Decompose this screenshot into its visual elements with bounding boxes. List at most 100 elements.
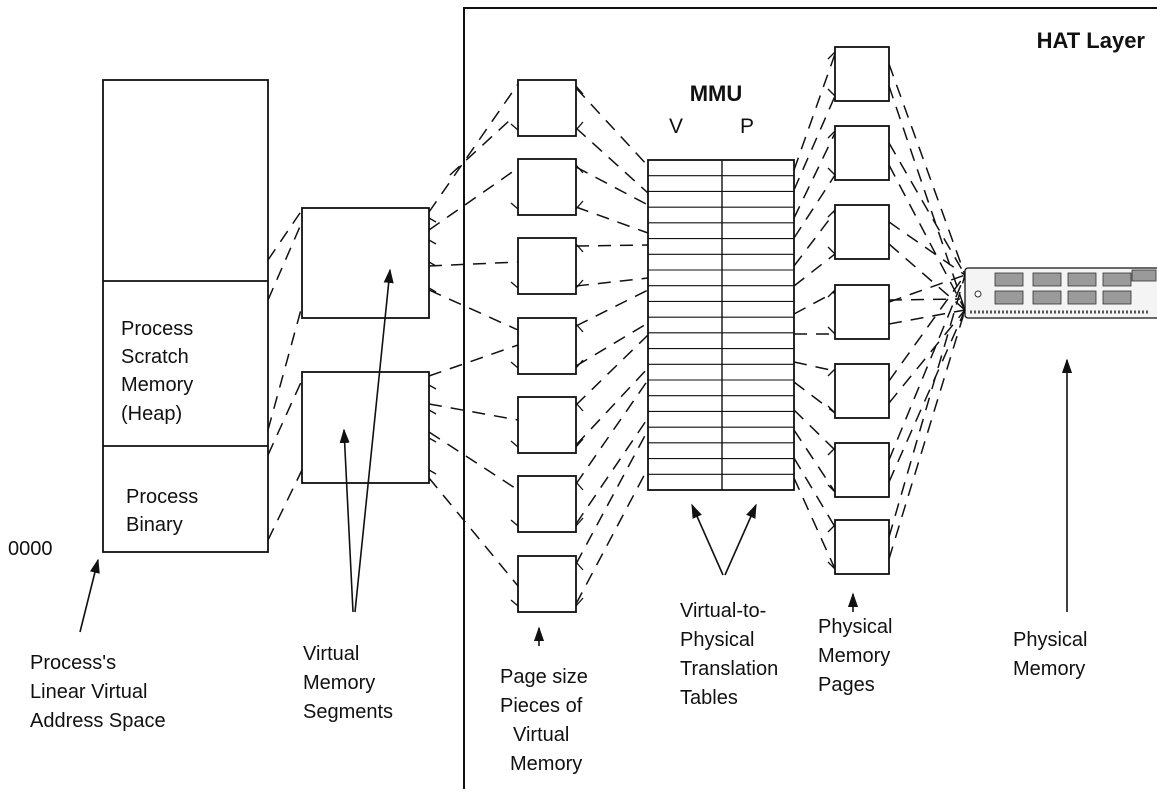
mmu-title: MMU bbox=[690, 81, 743, 106]
mapping-line bbox=[428, 289, 519, 331]
segment-tick bbox=[428, 287, 437, 293]
arrow-to-mmu-p bbox=[724, 503, 757, 576]
segment-box bbox=[301, 371, 430, 484]
mapping-line bbox=[575, 289, 649, 327]
mapping-lines bbox=[267, 53, 966, 605]
mapping-line bbox=[575, 322, 649, 367]
segment-box bbox=[301, 207, 430, 319]
arrow-to-address-space bbox=[79, 558, 100, 633]
mapping-line bbox=[267, 469, 303, 541]
mapping-line bbox=[575, 244, 649, 247]
mapping-line bbox=[267, 209, 303, 261]
virtual-page-box bbox=[517, 237, 577, 295]
ram-chip bbox=[1032, 272, 1062, 287]
virtual-page-box bbox=[517, 396, 577, 454]
mapping-line bbox=[575, 334, 649, 406]
page-tick bbox=[510, 281, 519, 289]
ram-chip bbox=[1131, 269, 1157, 282]
page-tick bbox=[575, 438, 584, 448]
segment-tick bbox=[428, 469, 437, 475]
mapping-line bbox=[428, 403, 519, 421]
page-tick bbox=[827, 51, 836, 60]
ram-chip bbox=[1067, 272, 1097, 287]
mapping-line bbox=[793, 174, 836, 239]
annotation-arrows bbox=[79, 268, 1073, 646]
mapping-line bbox=[575, 277, 649, 287]
page-tick bbox=[510, 519, 519, 527]
mapping-line bbox=[888, 309, 966, 483]
physical-memory-module bbox=[964, 267, 1157, 319]
page-tick bbox=[575, 279, 584, 289]
mapping-line bbox=[793, 457, 836, 528]
physical-page-box bbox=[834, 442, 890, 498]
page-tick bbox=[827, 167, 836, 176]
page-tick bbox=[510, 599, 519, 607]
mapping-line bbox=[267, 305, 303, 431]
page-tick bbox=[827, 246, 836, 255]
page-tick bbox=[510, 361, 519, 369]
mapping-line bbox=[888, 274, 966, 461]
caption-physical-memory: Physical Memory bbox=[1013, 629, 1093, 680]
hat-layer-frame bbox=[463, 7, 1157, 789]
mapping-line bbox=[888, 63, 966, 276]
page-tick bbox=[575, 85, 584, 95]
mapping-line bbox=[793, 361, 836, 372]
mapping-line bbox=[793, 95, 836, 191]
virtual-page-box bbox=[517, 158, 577, 216]
mapping-line bbox=[888, 309, 966, 325]
segment-tick bbox=[428, 384, 437, 390]
segment-tick bbox=[428, 217, 437, 223]
mmu-table-frame bbox=[647, 159, 795, 491]
hat-layer-title: HAT Layer bbox=[1037, 28, 1146, 53]
mmu-p-label: P bbox=[740, 115, 754, 138]
ram-chip bbox=[1102, 272, 1132, 287]
mapping-line bbox=[428, 83, 519, 213]
ram-notch bbox=[974, 290, 982, 298]
page-tick bbox=[510, 440, 519, 448]
mapping-line bbox=[793, 253, 836, 287]
physical-page-box bbox=[834, 204, 890, 260]
mapping-line bbox=[267, 379, 303, 456]
address-space-column: Process Scratch Memory (Heap) Process Bi… bbox=[8, 79, 269, 560]
caption-physical-pages: Physical Memory Pages bbox=[818, 616, 898, 696]
mapping-line bbox=[575, 429, 649, 565]
mapping-line bbox=[449, 119, 511, 176]
page-tick bbox=[827, 209, 836, 218]
mapping-line bbox=[575, 127, 649, 194]
mapping-line bbox=[888, 298, 961, 301]
physical-page-column bbox=[827, 46, 890, 575]
mapping-line bbox=[793, 429, 836, 493]
mapping-line bbox=[793, 132, 836, 219]
physical-page-box bbox=[834, 519, 890, 575]
mapping-line bbox=[267, 221, 303, 301]
mapping-line bbox=[428, 167, 519, 231]
mmu-v-label: V bbox=[669, 115, 683, 138]
mapping-line bbox=[888, 309, 966, 404]
segment-tick bbox=[428, 409, 437, 415]
mapping-line bbox=[575, 166, 649, 206]
mapping-line bbox=[793, 291, 836, 315]
mapping-line bbox=[575, 467, 649, 605]
caption-translation-tables: Virtual-to- Physical Translation Tables bbox=[680, 600, 784, 709]
virtual-page-box bbox=[517, 317, 577, 375]
mapping-line bbox=[888, 243, 966, 311]
page-tick bbox=[510, 123, 519, 131]
physical-page-box bbox=[834, 46, 890, 102]
heap-label: Process Scratch Memory (Heap) bbox=[121, 318, 199, 425]
mapping-line bbox=[888, 309, 966, 560]
mapping-line bbox=[888, 164, 966, 311]
virtual-page-column bbox=[510, 79, 584, 613]
mapping-line bbox=[428, 477, 519, 587]
ram-chip bbox=[994, 272, 1024, 287]
caption-linear-address-space: Process's Linear Virtual Address Space bbox=[30, 652, 166, 732]
page-tick bbox=[827, 326, 836, 335]
mapping-line bbox=[888, 274, 966, 303]
mapping-line bbox=[575, 206, 649, 234]
mapping-line bbox=[793, 409, 836, 451]
mapping-line bbox=[793, 477, 836, 570]
mapping-line bbox=[575, 87, 649, 167]
caption-page-pieces: Page size Pieces of Virtual Memory bbox=[500, 666, 593, 775]
mapping-line bbox=[793, 53, 836, 171]
mapping-line bbox=[575, 417, 649, 525]
